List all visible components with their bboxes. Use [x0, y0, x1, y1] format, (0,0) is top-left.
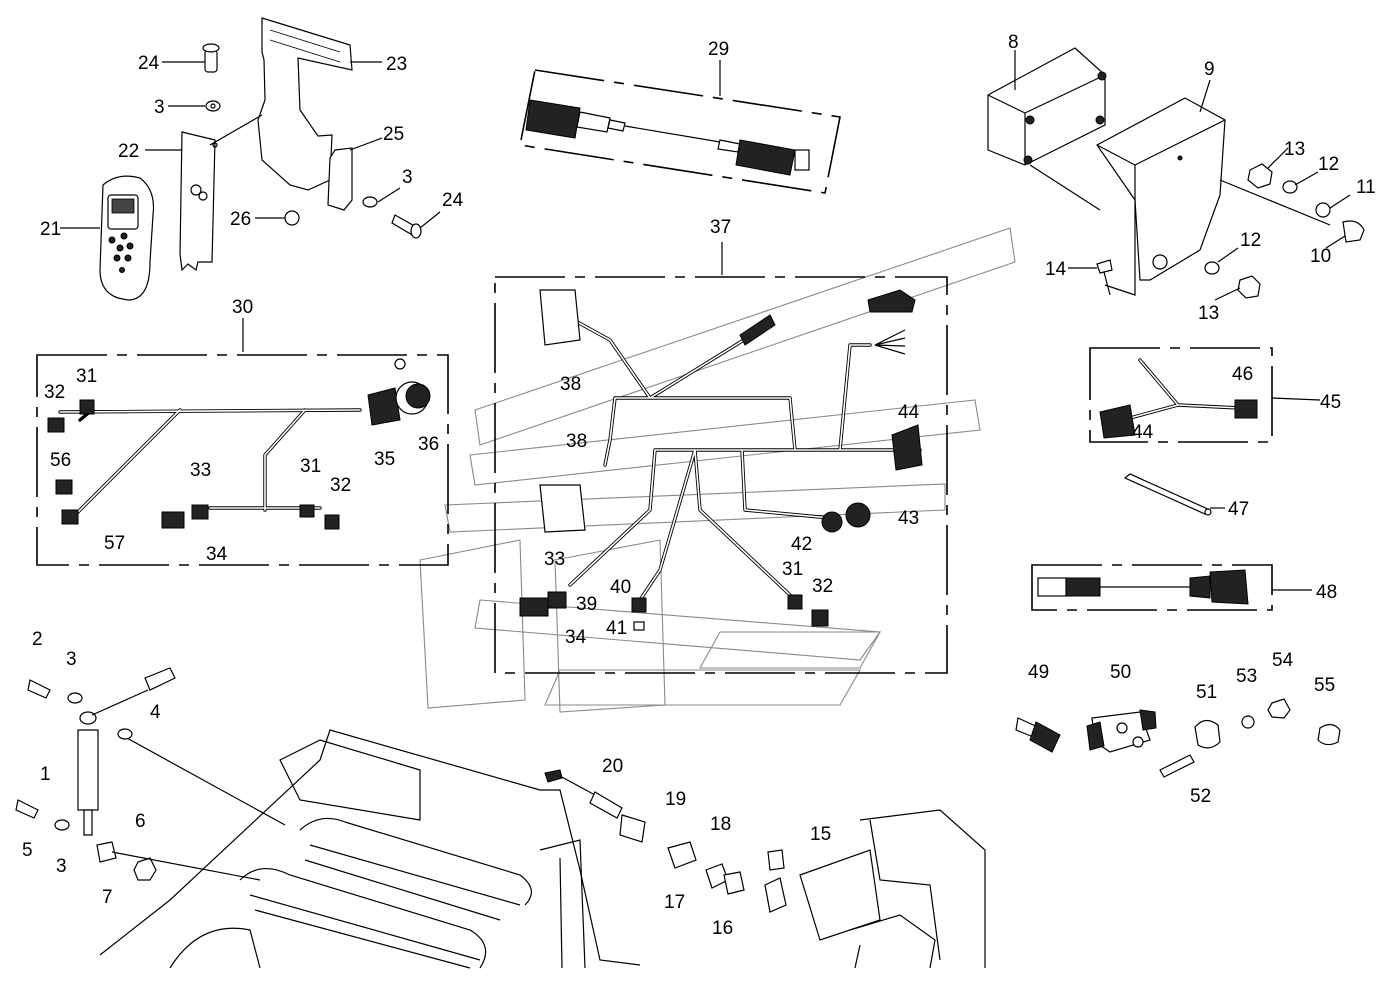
callout-46: 46: [1232, 364, 1253, 385]
callout-33a: 33: [190, 460, 211, 481]
adapter-45-box: [1089, 347, 1321, 443]
callout-3b: 3: [56, 856, 67, 877]
callout-31b: 31: [300, 456, 321, 477]
hydraulic-fittings-right: [1015, 698, 1341, 778]
callout-55: 55: [1314, 675, 1335, 696]
callout-44b: 44: [1132, 422, 1154, 443]
callout-12b: 12: [1240, 230, 1261, 251]
callout-41: 41: [606, 618, 627, 639]
callout-24a: 24: [138, 53, 160, 74]
callout-20: 20: [602, 756, 623, 777]
callout-31a: 31: [76, 366, 97, 387]
callout-24b: 24: [442, 190, 464, 211]
callout-13a: 13: [1284, 139, 1305, 160]
callout-25: 25: [383, 124, 404, 145]
callout-19: 19: [665, 789, 686, 810]
callout-3d: 3: [402, 167, 413, 188]
callout-5: 5: [22, 840, 33, 861]
callout-8: 8: [1008, 32, 1019, 53]
control-box: [987, 47, 1107, 166]
callout-34b: 34: [565, 627, 587, 648]
callout-54: 54: [1272, 650, 1294, 671]
callout-45: 45: [1320, 392, 1341, 413]
cable-29-box: [519, 69, 841, 194]
callout-50: 50: [1110, 662, 1131, 683]
callout-7: 7: [102, 887, 113, 908]
callout-12a: 12: [1318, 154, 1339, 175]
watermark-logo: [419, 227, 1016, 713]
callout-34a: 34: [206, 544, 228, 565]
callout-44a: 44: [898, 402, 920, 423]
callout-2: 2: [32, 629, 43, 650]
callout-31c: 31: [782, 559, 803, 580]
callout-51: 51: [1196, 682, 1217, 703]
callout-33b: 33: [544, 549, 565, 570]
harness-30-box: [36, 354, 449, 566]
callout-21: 21: [40, 219, 61, 240]
cable-tie: [1123, 473, 1212, 516]
callout-40: 40: [610, 577, 631, 598]
callout-11: 11: [1356, 177, 1376, 198]
callout-18: 18: [710, 814, 731, 835]
callout-10: 10: [1310, 246, 1331, 267]
hose-fittings: [544, 769, 787, 913]
callout-14: 14: [1045, 259, 1067, 280]
callout-32c: 32: [812, 576, 833, 597]
callout-35: 35: [374, 449, 395, 470]
machine-outline: [99, 729, 986, 969]
callout-36: 36: [418, 434, 439, 455]
callout-17: 17: [664, 892, 685, 913]
callout-49: 49: [1028, 662, 1049, 683]
callout-15: 15: [810, 824, 831, 845]
callout-6: 6: [135, 811, 146, 832]
callout-22: 22: [118, 141, 139, 162]
gas-spring-assembly: [15, 667, 286, 881]
callout-23: 23: [386, 54, 407, 75]
callout-32b: 32: [330, 475, 351, 496]
callout-labels: 1 2 3 3 3 3 4 5 6 7 8 9 10 11 12 12 13 1…: [22, 32, 1376, 939]
callout-13b: 13: [1198, 303, 1219, 324]
box-mount-plate: [1029, 97, 1331, 296]
callout-48: 48: [1316, 582, 1337, 603]
callout-39: 39: [576, 594, 597, 615]
callout-29: 29: [708, 39, 729, 60]
callout-30: 30: [232, 297, 253, 318]
remote-control: [99, 175, 155, 301]
callout-3c: 3: [154, 97, 165, 118]
callout-16: 16: [712, 918, 733, 939]
callout-43: 43: [898, 508, 919, 529]
callout-1: 1: [40, 764, 51, 785]
fastener-set-right: [1096, 163, 1365, 299]
callout-9: 9: [1204, 59, 1215, 80]
callout-56: 56: [50, 450, 71, 471]
callout-38a: 38: [560, 374, 581, 395]
bolt-set-top: [202, 43, 422, 239]
callout-57: 57: [104, 533, 125, 554]
callout-42: 42: [791, 534, 812, 555]
callout-26: 26: [230, 209, 251, 230]
callout-38b: 38: [566, 431, 587, 452]
callout-53: 53: [1236, 666, 1257, 687]
harness-37-box: [494, 276, 948, 674]
callout-32a: 32: [44, 382, 65, 403]
cable-48-box: [1031, 564, 1273, 611]
callout-52: 52: [1190, 786, 1211, 807]
leader-lines: [60, 50, 1351, 591]
callout-4: 4: [150, 702, 161, 723]
callout-47: 47: [1228, 499, 1249, 520]
holder-bracket: [209, 17, 353, 226]
callout-3a: 3: [66, 649, 77, 670]
callout-37: 37: [710, 217, 731, 238]
mounting-bracket: [179, 131, 218, 272]
